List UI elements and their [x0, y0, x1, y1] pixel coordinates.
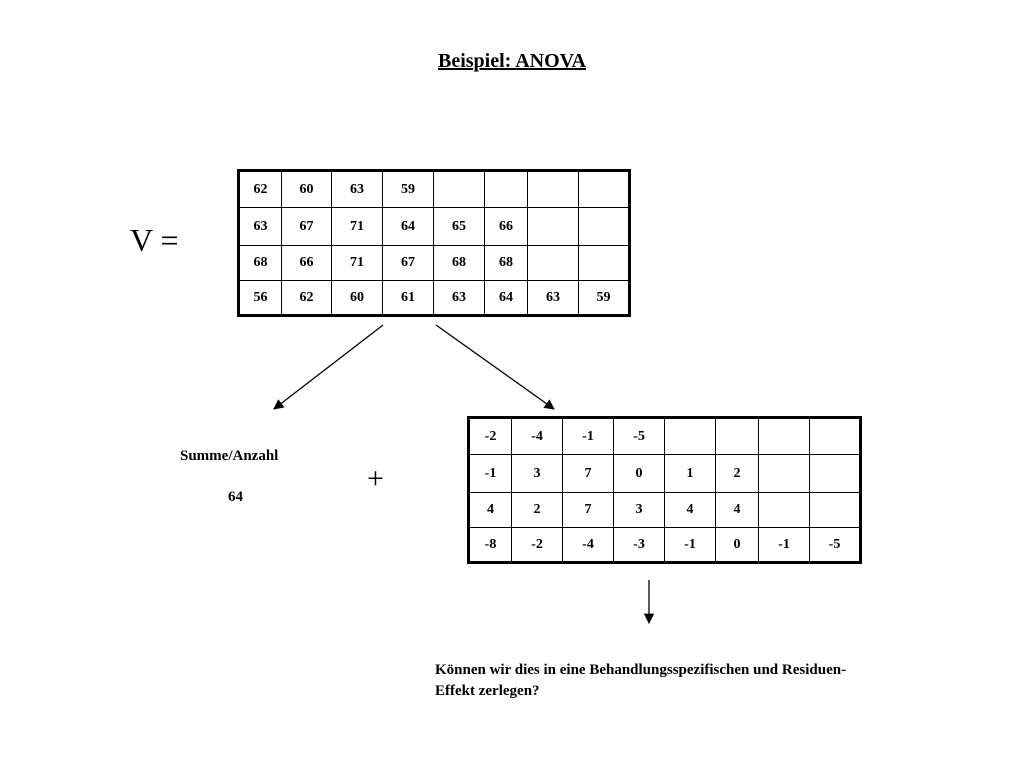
table-cell: -1 — [468, 454, 512, 493]
table-cell: 7 — [562, 454, 614, 493]
table-cell: -1 — [758, 527, 810, 563]
table-cell — [527, 245, 579, 281]
table-cell: -8 — [468, 527, 512, 563]
arrow-to-mean — [273, 324, 384, 410]
table-cell: 0 — [715, 527, 759, 563]
table-cell: 66 — [281, 245, 332, 281]
table-cell: -3 — [613, 527, 665, 563]
table-cell: -5 — [809, 527, 861, 563]
table-cell: 56 — [238, 280, 282, 316]
page-title: Beispiel: ANOVA — [438, 50, 586, 72]
table-cell: 62 — [238, 170, 282, 208]
grand-mean-value: 64 — [228, 489, 243, 505]
table-cell: -5 — [613, 417, 665, 455]
table-cell: 68 — [238, 245, 282, 281]
table-cell: 64 — [382, 207, 434, 246]
matrix-v-label: V = — [130, 222, 179, 258]
table-cell: -4 — [511, 417, 563, 455]
plus-sign: + — [367, 462, 384, 495]
table-cell: 68 — [433, 245, 485, 281]
table-cell — [578, 207, 630, 246]
table-cell: 4 — [664, 492, 716, 528]
table-cell: 66 — [484, 207, 528, 246]
table-cell: -1 — [562, 417, 614, 455]
table-cell: 67 — [281, 207, 332, 246]
table-cell: 61 — [382, 280, 434, 316]
table-cell: 63 — [527, 280, 579, 316]
table-cell: -4 — [562, 527, 614, 563]
table-cell: 63 — [433, 280, 485, 316]
table-cell — [578, 245, 630, 281]
table-cell: 62 — [281, 280, 332, 316]
table-cell — [484, 170, 528, 208]
grand-mean-label: Summe/Anzahl — [180, 448, 279, 464]
table-cell: 59 — [578, 280, 630, 316]
table-cell: 64 — [484, 280, 528, 316]
table-cell — [664, 417, 716, 455]
arrow-to-residuals — [435, 324, 555, 410]
table-cell: 63 — [331, 170, 383, 208]
decomposition-question: Können wir dies in eine Behandlungsspezi… — [435, 662, 847, 699]
table-cell: 0 — [613, 454, 665, 493]
table-cell: 3 — [613, 492, 665, 528]
table-cell: 60 — [331, 280, 383, 316]
table-cell — [578, 170, 630, 208]
table-cell — [758, 492, 810, 528]
